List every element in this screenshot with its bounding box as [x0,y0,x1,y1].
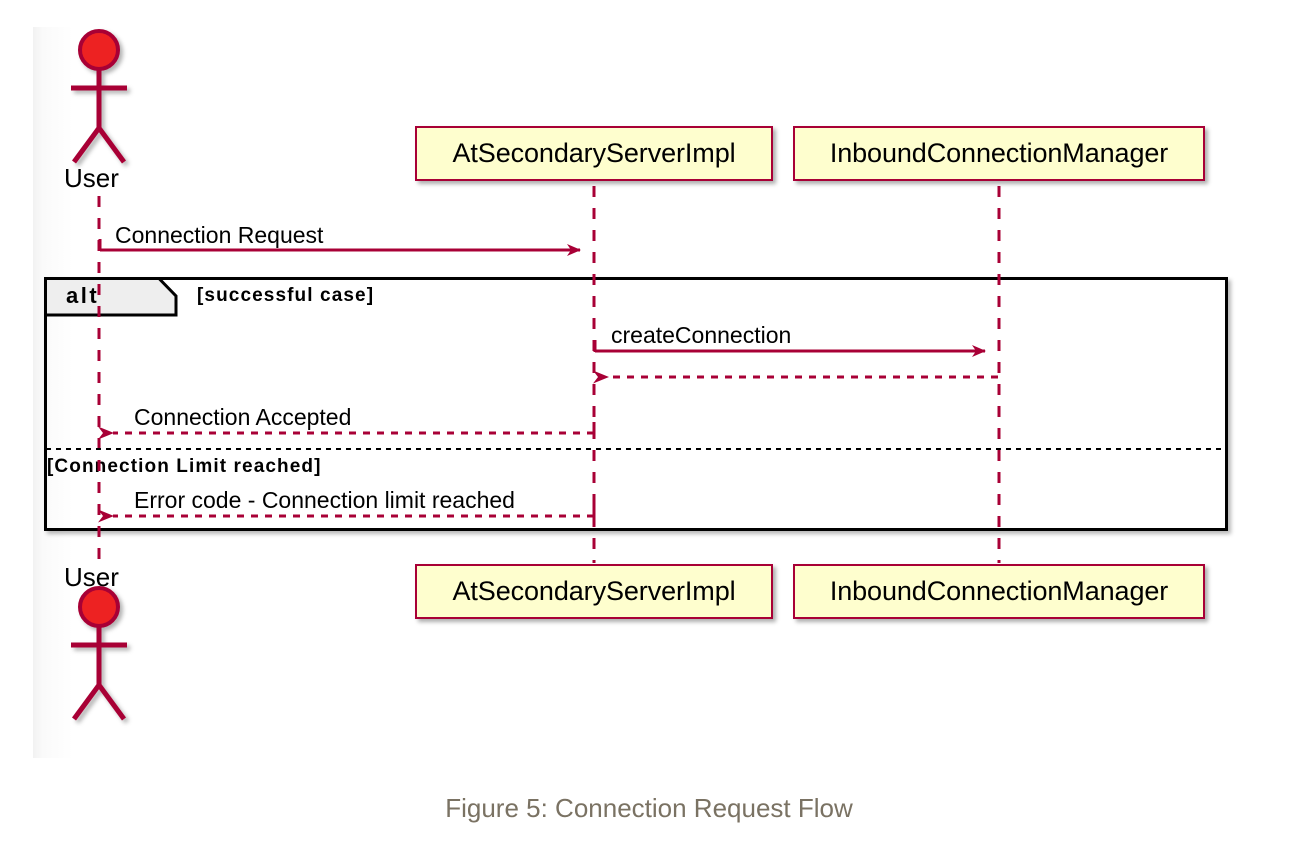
actor-label-user-top: User [64,163,119,193]
participant-label-inboundconnectionmanager-bottom: InboundConnectionManager [829,576,1169,606]
alt-keyword-label: alt [66,283,100,308]
participant-box-atsecondaryserverimpl-bottom[interactable]: AtSecondaryServerImpl [415,564,773,619]
participant-label-atsecondaryserverimpl-top: AtSecondaryServerImpl [452,138,736,168]
message-label-error-code: Error code - Connection limit reached [134,487,515,513]
message-arrow-error-code [98,505,596,523]
actor-label-user-bottom: User [64,562,119,592]
message-arrow-create-connection [593,340,986,357]
message-arrow-connection-accepted [98,422,596,440]
alt-fragment-frame [44,277,1228,531]
actor-user-bottom [71,586,127,721]
participant-box-inboundconnectionmanager-top[interactable]: InboundConnectionManager [793,126,1205,181]
participant-box-atsecondaryserverimpl-top[interactable]: AtSecondaryServerImpl [415,126,773,181]
alt-guard-branch-2: [Connection Limit reached] [47,456,322,477]
message-label-connection-request: Connection Request [115,222,324,248]
message-label-create-connection: createConnection [611,322,792,348]
actor-user-top [71,29,127,164]
participant-label-inboundconnectionmanager-top: InboundConnectionManager [829,138,1169,168]
alt-fragment-tab [44,277,178,317]
participant-label-atsecondaryserverimpl-bottom: AtSecondaryServerImpl [452,576,736,606]
message-arrow-connection-request [98,239,581,256]
alt-guard-branch-1: [successful case] [197,285,375,306]
figure-caption: Figure 5: Connection Request Flow [445,793,853,823]
message-label-connection-accepted: Connection Accepted [134,404,352,430]
participant-box-inboundconnectionmanager-bottom[interactable]: InboundConnectionManager [793,564,1205,619]
